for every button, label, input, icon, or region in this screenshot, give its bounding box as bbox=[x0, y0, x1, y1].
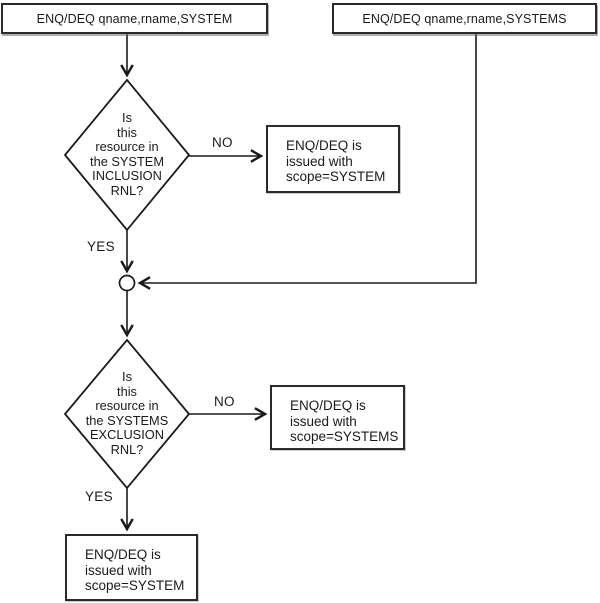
start-node-systems: ENQ/DEQ qname,rname,SYSTEMS bbox=[332, 3, 597, 34]
decision2-no-label: NO bbox=[214, 394, 235, 409]
decision-inclusion-label: Is this resource in the SYSTEM INCLUSION… bbox=[90, 110, 164, 198]
decision1-no-label: NO bbox=[212, 135, 233, 150]
result-scope-system-final-label: ENQ/DEQ is issued with scope=SYSTEM bbox=[85, 547, 185, 593]
result-node-scope-system-final: ENQ/DEQ is issued with scope=SYSTEM bbox=[65, 534, 198, 601]
result-node-scope-systems: ENQ/DEQ is issued with scope=SYSTEMS bbox=[270, 385, 405, 450]
start-node-system-label: ENQ/DEQ qname,rname,SYSTEM bbox=[36, 11, 233, 26]
decision-exclusion-label: Is this resource in the SYSTEMS EXCLUSIO… bbox=[85, 369, 169, 457]
decision-diamond-exclusion bbox=[63, 338, 191, 490]
start-node-systems-label: ENQ/DEQ qname,rname,SYSTEMS bbox=[362, 11, 567, 26]
result-scope-systems-label: ENQ/DEQ is issued with scope=SYSTEMS bbox=[290, 398, 399, 444]
start-node-system: ENQ/DEQ qname,rname,SYSTEM bbox=[1, 3, 268, 34]
result-node-scope-system: ENQ/DEQ is issued with scope=SYSTEM bbox=[266, 125, 400, 193]
junction-circle bbox=[118, 274, 136, 292]
result-scope-system-label: ENQ/DEQ is issued with scope=SYSTEM bbox=[286, 138, 386, 184]
decision1-yes-label: YES bbox=[87, 239, 115, 254]
decision2-yes-label: YES bbox=[85, 489, 113, 504]
arrow-startright-to-junction bbox=[137, 33, 477, 290]
decision-diamond-inclusion bbox=[63, 78, 191, 232]
